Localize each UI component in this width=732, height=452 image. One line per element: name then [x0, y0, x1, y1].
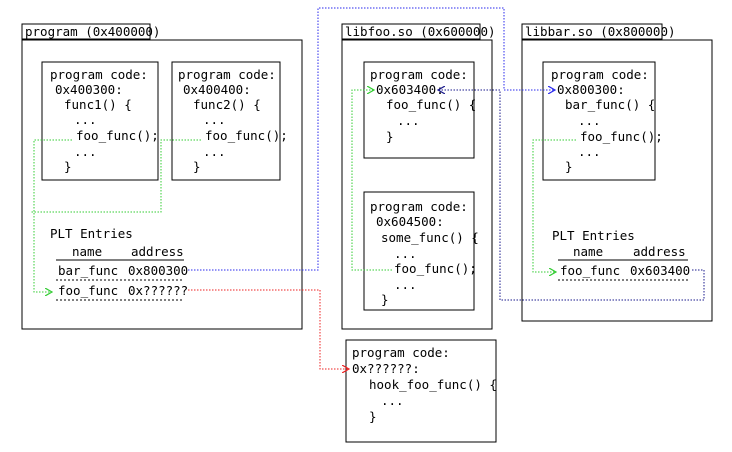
code-line: ...	[203, 112, 226, 127]
code-line: 0x603400:	[376, 82, 444, 97]
code-line: some_func() {	[381, 230, 479, 245]
code-line: ...	[397, 113, 420, 128]
code-block-foo-func: program code: 0x603400: foo_func() { ...…	[363, 61, 476, 159]
code-line: ...	[394, 277, 417, 292]
code-line: ...	[578, 113, 601, 128]
code-line: ...	[74, 144, 97, 159]
arrow-bar-func-to-plt-foo	[532, 139, 576, 272]
code-line: foo_func();	[580, 129, 663, 144]
code-line: }	[64, 159, 72, 174]
arrow-some-func-to-foo-func	[351, 90, 392, 271]
module-title-libfoo: libfoo.so (0x600000)	[345, 24, 496, 39]
connector-func2-to-plt-foo	[30, 139, 201, 213]
arrow-plt-foo-to-hook	[188, 289, 349, 369]
plt-row-name: bar_func	[58, 263, 118, 278]
code-line: foo_func();	[394, 261, 477, 276]
arrow-plt-bar-to-bar-func	[188, 7, 555, 271]
code-block-func2: program code: 0x400400: func2() { ... fo…	[171, 61, 288, 181]
plt-title: PLT Entries	[552, 228, 635, 243]
code-block-func1: program code: 0x400300: func1() { ... fo…	[41, 61, 159, 181]
plt-header-address: address	[633, 244, 686, 259]
code-line: }	[381, 292, 389, 307]
code-line: }	[565, 159, 573, 174]
arrow-libbar-plt-to-foo-func	[438, 90, 705, 301]
code-line: }	[386, 129, 394, 144]
code-block-some-func: program code: 0x604500: some_func() { ..…	[363, 191, 479, 311]
code-line: 0x400300:	[55, 82, 123, 97]
plt-header-name: name	[72, 244, 102, 259]
arrow-func1-to-plt-foo	[33, 139, 72, 292]
code-line: }	[193, 159, 201, 174]
plt-table-libbar: PLT Entries name address foo_func 0x6034…	[552, 228, 690, 281]
code-line: func1() {	[64, 97, 132, 112]
plt-row-address: 0x800300	[128, 263, 188, 278]
code-line: bar_func() {	[565, 97, 655, 112]
module-title-libbar: libbar.so (0x800000)	[525, 24, 676, 39]
plt-header-name: name	[573, 244, 603, 259]
code-block-bar-func: program code: 0x800300: bar_func() { ...…	[542, 61, 663, 181]
plt-row-address: 0x603400	[630, 263, 690, 278]
code-line: 0x??????:	[352, 361, 420, 376]
code-line: program code:	[370, 199, 468, 214]
code-line: func2() {	[193, 97, 261, 112]
code-line: 0x604500:	[376, 214, 444, 229]
plt-header-address: address	[131, 244, 184, 259]
code-line: 0x800300:	[557, 82, 625, 97]
plt-row-address-unresolved: 0x??????	[128, 283, 188, 298]
code-line: ...	[381, 393, 404, 408]
code-line: foo_func() {	[386, 97, 476, 112]
code-block-hook: program code: 0x??????: hook_foo_func() …	[345, 339, 497, 443]
code-line: ...	[74, 112, 97, 127]
code-line: 0x400400:	[183, 82, 251, 97]
code-line: ...	[578, 144, 601, 159]
plt-row-name: foo_func	[58, 283, 118, 298]
plt-row-name: foo_func	[560, 263, 620, 278]
code-line: }	[369, 409, 377, 424]
code-line: hook_foo_func() {	[369, 377, 497, 392]
module-title-program: program (0x400000)	[25, 24, 160, 39]
code-line: program code:	[352, 345, 450, 360]
plt-table-program: PLT Entries name address bar_func 0x8003…	[50, 226, 188, 301]
code-line: foo_func();	[76, 128, 159, 143]
code-line: program code:	[178, 67, 276, 82]
code-line: ...	[203, 144, 226, 159]
code-line: foo_func();	[205, 128, 288, 143]
plt-title: PLT Entries	[50, 226, 133, 241]
code-line: ...	[394, 246, 417, 261]
code-line: program code:	[551, 67, 649, 82]
code-line: program code:	[370, 67, 468, 82]
code-line: program code:	[50, 67, 148, 82]
